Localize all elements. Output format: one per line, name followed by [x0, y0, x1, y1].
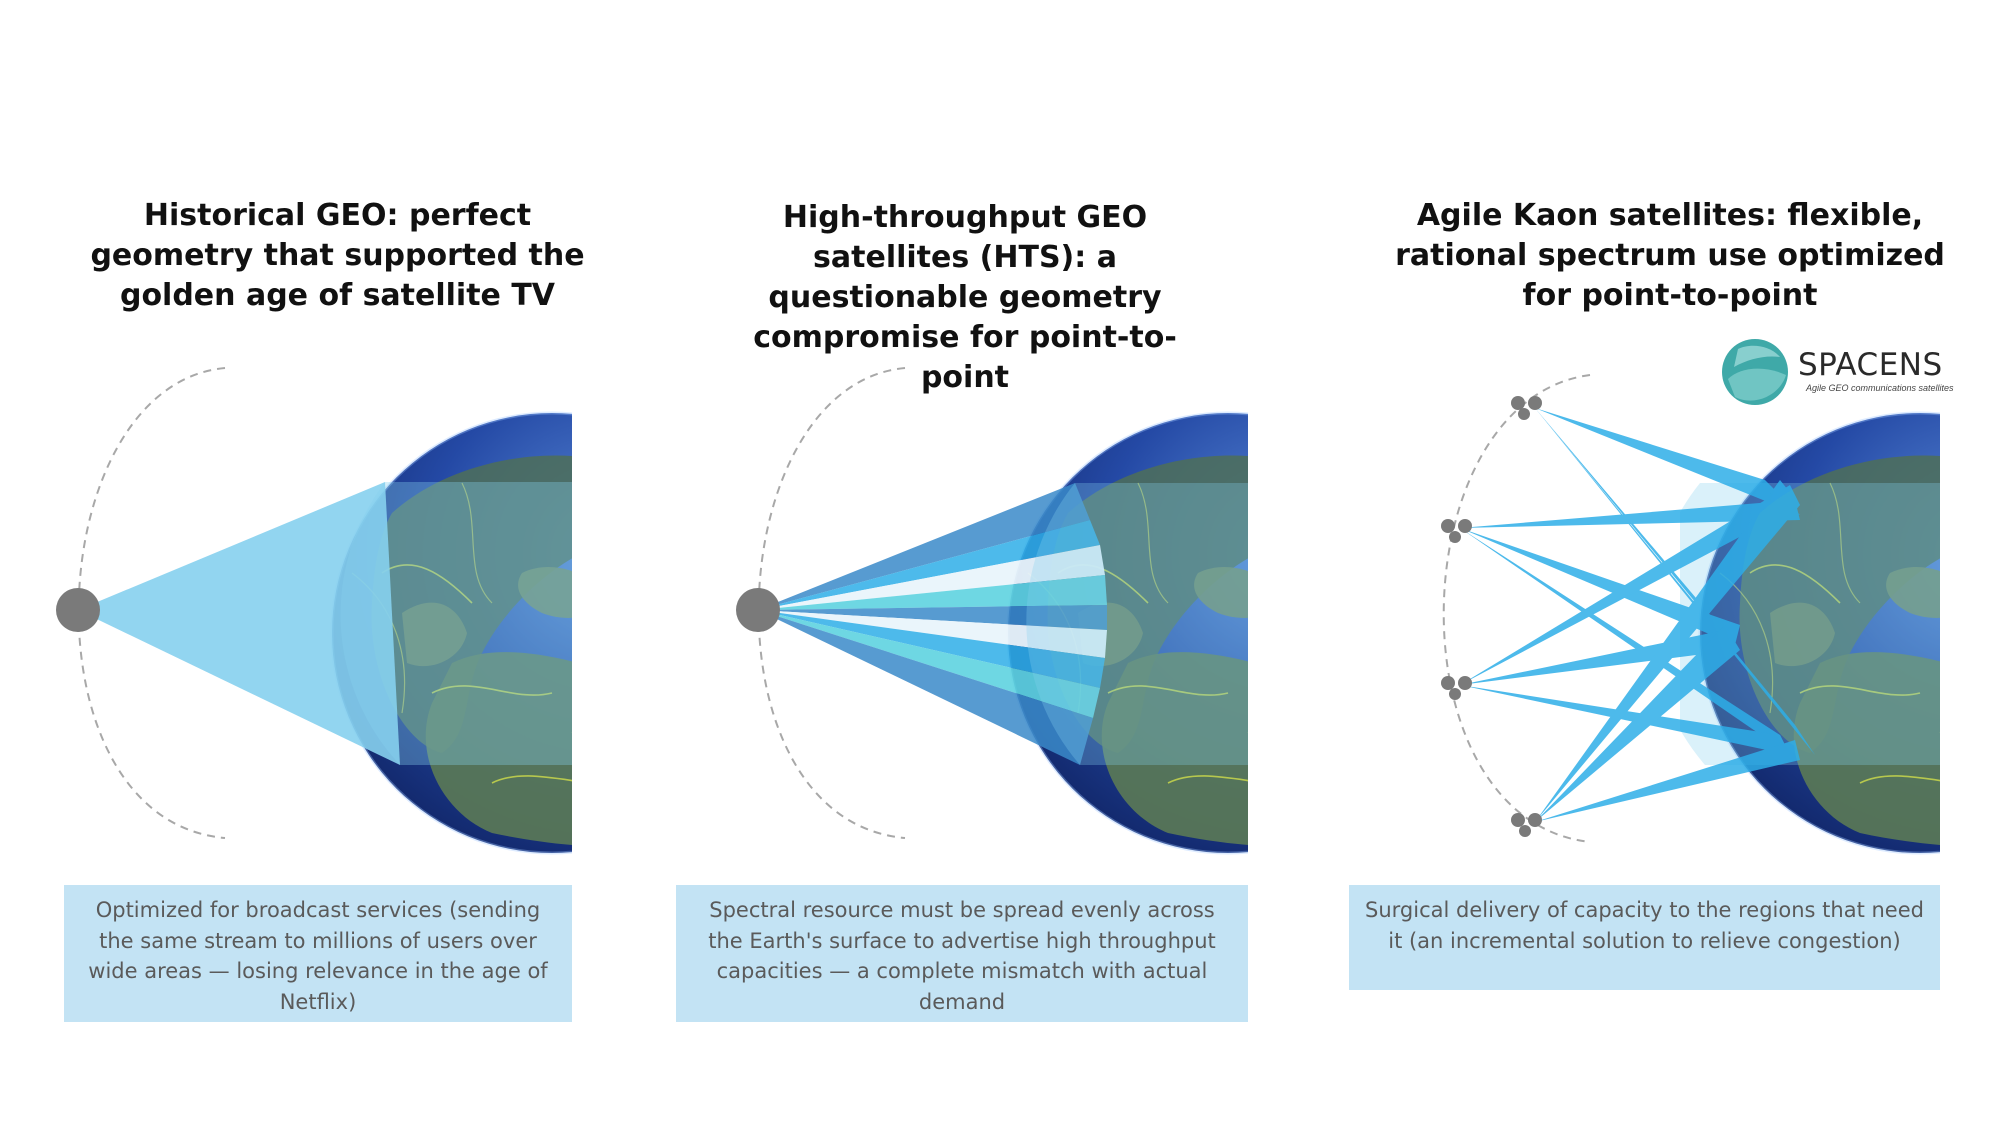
coverage-area [1026, 483, 1248, 765]
satellite-cluster-icon [1441, 676, 1472, 700]
broadcast-beam [78, 482, 400, 765]
panel-3-diagram [1441, 374, 1940, 855]
logo-name: SPACENS [1798, 347, 1943, 383]
satellite-cluster-icon [1511, 396, 1542, 420]
coverage-area [340, 482, 572, 765]
panel-1-title: Historical GEO: perfect geometry that su… [90, 198, 585, 313]
panel-2-title: High-throughput GEO satellites (HTS): a … [753, 200, 1177, 395]
spot-beams [758, 483, 1107, 765]
logo-tagline: Agile GEO communications satellites [1806, 383, 1954, 393]
logo-mark-icon [1722, 339, 1788, 405]
satellite-icon [736, 588, 780, 632]
panel-2-diagram [736, 367, 1248, 855]
spacens-logo: SPACENS Agile GEO communications satelli… [1720, 337, 1954, 407]
satellite-cluster-icon [1441, 519, 1472, 543]
satellite-icon [56, 588, 100, 632]
panel-2-description: Spectral resource must be spread evenly … [676, 885, 1248, 1022]
panel-3-description: Surgical delivery of capacity to the reg… [1349, 885, 1940, 990]
panel-1-description: Optimized for broadcast services (sendin… [64, 885, 572, 1022]
agile-beams [1460, 408, 1815, 822]
panel-1-diagram [56, 367, 572, 855]
panel-3-title: Agile Kaon satellites: flexible, rationa… [1395, 198, 1945, 313]
satellite-cluster-icon [1511, 813, 1542, 837]
orbit-arc [1442, 374, 1591, 843]
